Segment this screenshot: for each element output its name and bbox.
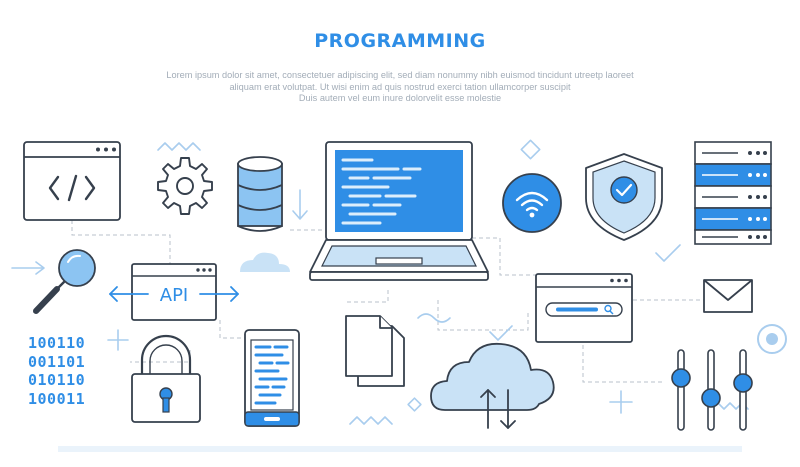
subtitle-line: Duis autem vel eum inure dolorvelit esse… [298, 93, 502, 103]
radio-target-icon [757, 324, 787, 354]
small-cloud-decor [240, 252, 290, 272]
cloud-sync-icon [430, 342, 555, 429]
api-label: API [160, 285, 188, 306]
gear-icon [157, 157, 213, 215]
binary-line: 010110 [28, 371, 86, 389]
subtitle-text: Lorem ipsum dolor sit amet, consectetuer… [140, 70, 660, 105]
page-title: PROGRAMMING [314, 30, 486, 52]
documents-icon [345, 315, 405, 387]
baseline-bar [58, 446, 742, 452]
wave-decor [417, 313, 451, 323]
zigzag-decor [349, 416, 393, 425]
magnifier-icon [33, 249, 96, 314]
binary-line: 100110 [28, 334, 86, 352]
database-icon [237, 156, 283, 232]
plus-decor [609, 390, 633, 414]
binary-code: 100110 001101 010110 100011 [28, 334, 85, 408]
code-window-icon [23, 141, 121, 221]
subtitle-line: aliquam erat volutpat. Ut wisi enim ad q… [229, 81, 571, 92]
binary-line: 100011 [28, 389, 86, 408]
subtitle-line: Lorem ipsum dolor sit amet, consectetuer… [166, 70, 634, 80]
wifi-icon [502, 173, 562, 233]
check-decor [489, 325, 513, 341]
sliders-icon [671, 349, 753, 431]
plus-decor [107, 329, 129, 351]
padlock-icon [131, 334, 201, 423]
search-window-icon [535, 273, 633, 343]
arrow-decor [292, 189, 308, 220]
diamond-decor [407, 397, 422, 412]
diamond-decor [520, 139, 541, 160]
api-window-icon: API [109, 263, 239, 321]
shield-check-icon [585, 153, 663, 241]
zigzag-decor [157, 142, 201, 151]
arrow-decor [11, 261, 45, 275]
server-rack-icon [694, 141, 772, 245]
connector-lines [71, 220, 705, 383]
mail-icon [703, 279, 753, 313]
laptop-code-icon [309, 141, 489, 281]
binary-line: 001101 [28, 352, 86, 371]
check-decor [655, 244, 681, 262]
smartphone-code-icon [244, 329, 300, 427]
